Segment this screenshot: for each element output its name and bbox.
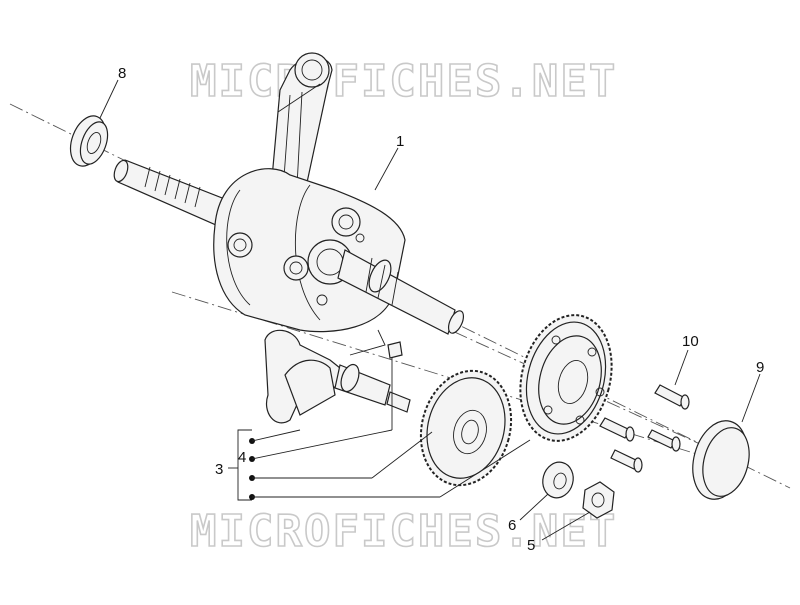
screw-4 <box>610 449 643 473</box>
washer <box>542 461 574 499</box>
callout-10: 10 <box>682 333 699 350</box>
shim-washer <box>692 420 750 500</box>
screw-1 <box>654 384 690 410</box>
crankshaft-output-shaft <box>337 249 465 335</box>
callout-1: 1 <box>396 133 404 150</box>
balancer-shaft <box>264 329 411 424</box>
watermark-top: MICROFICHES.NET <box>190 56 617 107</box>
callouts: 8 1 10 9 3 4 6 5 <box>118 65 764 554</box>
leader-5 <box>541 511 591 541</box>
callout-4: 4 <box>238 449 246 466</box>
callout-3: 3 <box>215 461 223 478</box>
leader-9 <box>741 373 761 423</box>
callout-5: 5 <box>527 537 535 554</box>
balancer-gear <box>419 369 513 487</box>
bracket-3 <box>237 429 252 501</box>
drive-gear <box>519 314 613 442</box>
callout-8: 8 <box>118 65 126 82</box>
screw-2 <box>599 417 635 442</box>
watermark-bottom: MICROFICHES.NET <box>190 506 617 557</box>
leader-6 <box>519 493 549 521</box>
leader-8 <box>99 79 119 119</box>
leader-10 <box>674 349 689 386</box>
callout-6: 6 <box>508 517 516 534</box>
crankshaft-webs <box>213 168 406 333</box>
screw-3 <box>647 429 681 452</box>
leader-lines <box>99 79 761 541</box>
upper-gear-axis <box>344 281 701 445</box>
nut <box>582 481 615 519</box>
callout-9: 9 <box>756 359 764 376</box>
gear-screws <box>599 384 690 473</box>
oil-seal <box>69 115 109 167</box>
woodruff-key <box>387 341 403 359</box>
leader-1 <box>374 147 399 191</box>
